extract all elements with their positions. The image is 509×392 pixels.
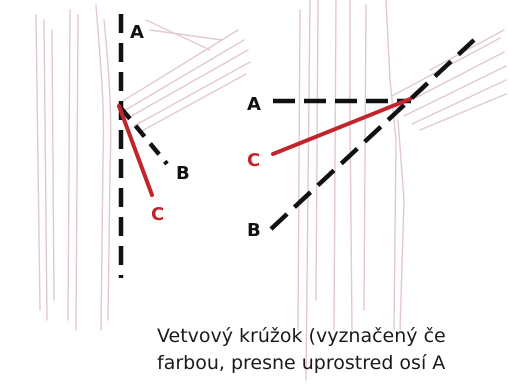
right-trunk-sketch [297, 0, 507, 381]
caption-line-2: farbou, presne uprostred osí A [157, 352, 446, 374]
right-dashed-line-b [269, 38, 476, 231]
left-label-c: C [151, 204, 164, 225]
left-angle-lines [117, 14, 169, 278]
right-label-a: A [247, 94, 261, 115]
right-red-line-c [271, 97, 412, 156]
left-label-b: B [176, 163, 190, 184]
right-label-b: B [247, 220, 261, 241]
left-label-a: A [130, 22, 144, 43]
left-red-line-c [117, 104, 154, 197]
caption-text: Vetvový krúžok (vyznačený če farbou, pre… [157, 323, 509, 377]
right-angle-lines [269, 38, 476, 231]
right-label-c: C [247, 150, 260, 171]
left-dashed-line-b [119, 106, 169, 166]
left-trunk-sketch [35, 4, 251, 331]
caption-line-1: Vetvový krúžok (vyznačený če [157, 325, 446, 347]
